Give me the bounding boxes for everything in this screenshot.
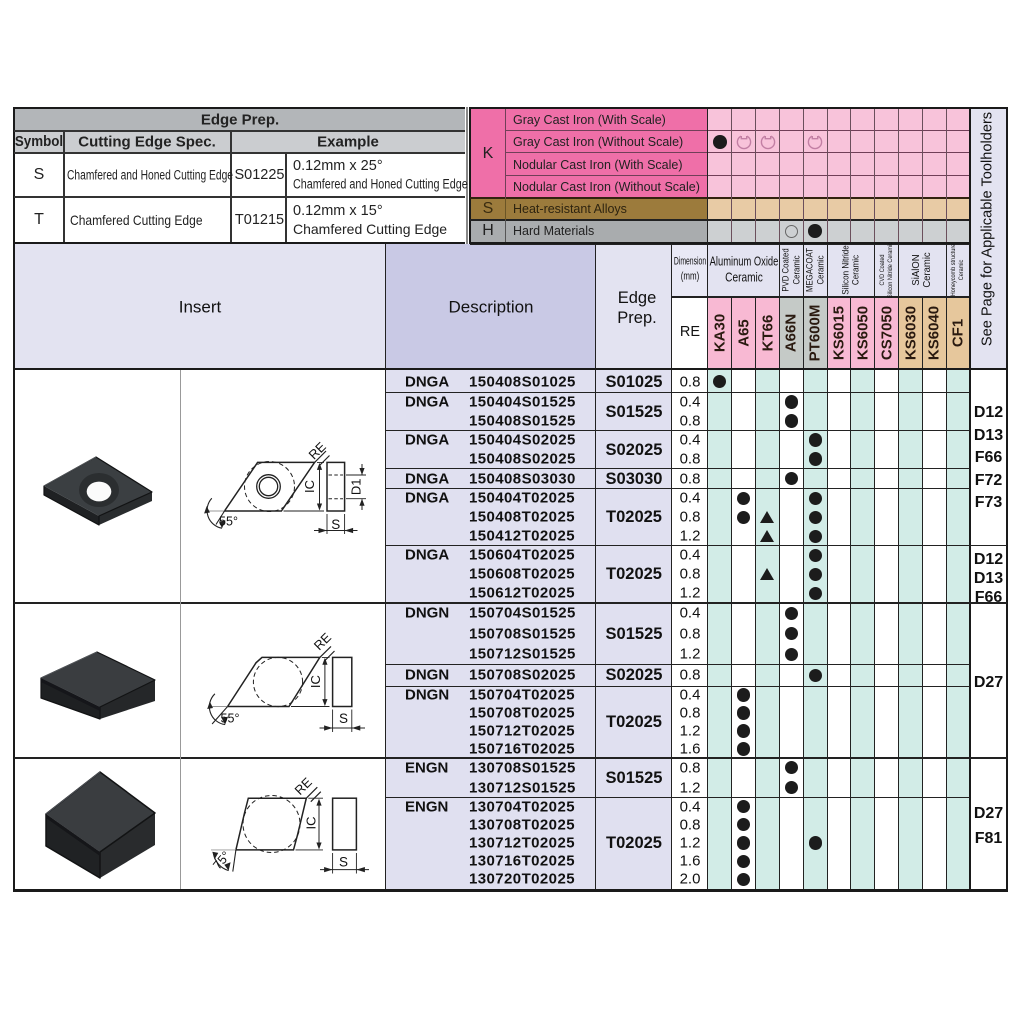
svg-text:RE: RE (311, 630, 335, 654)
svg-text:S: S (331, 517, 340, 532)
svg-text:55°: 55° (221, 711, 240, 725)
svg-text:IC: IC (302, 480, 317, 493)
svg-text:S: S (339, 711, 348, 726)
svg-text:IC: IC (308, 675, 323, 688)
svg-text:S: S (339, 855, 348, 870)
svg-text:RE: RE (291, 774, 315, 798)
svg-text:IC: IC (303, 817, 318, 830)
svg-text:55°: 55° (219, 515, 238, 529)
svg-text:D1: D1 (349, 478, 364, 495)
